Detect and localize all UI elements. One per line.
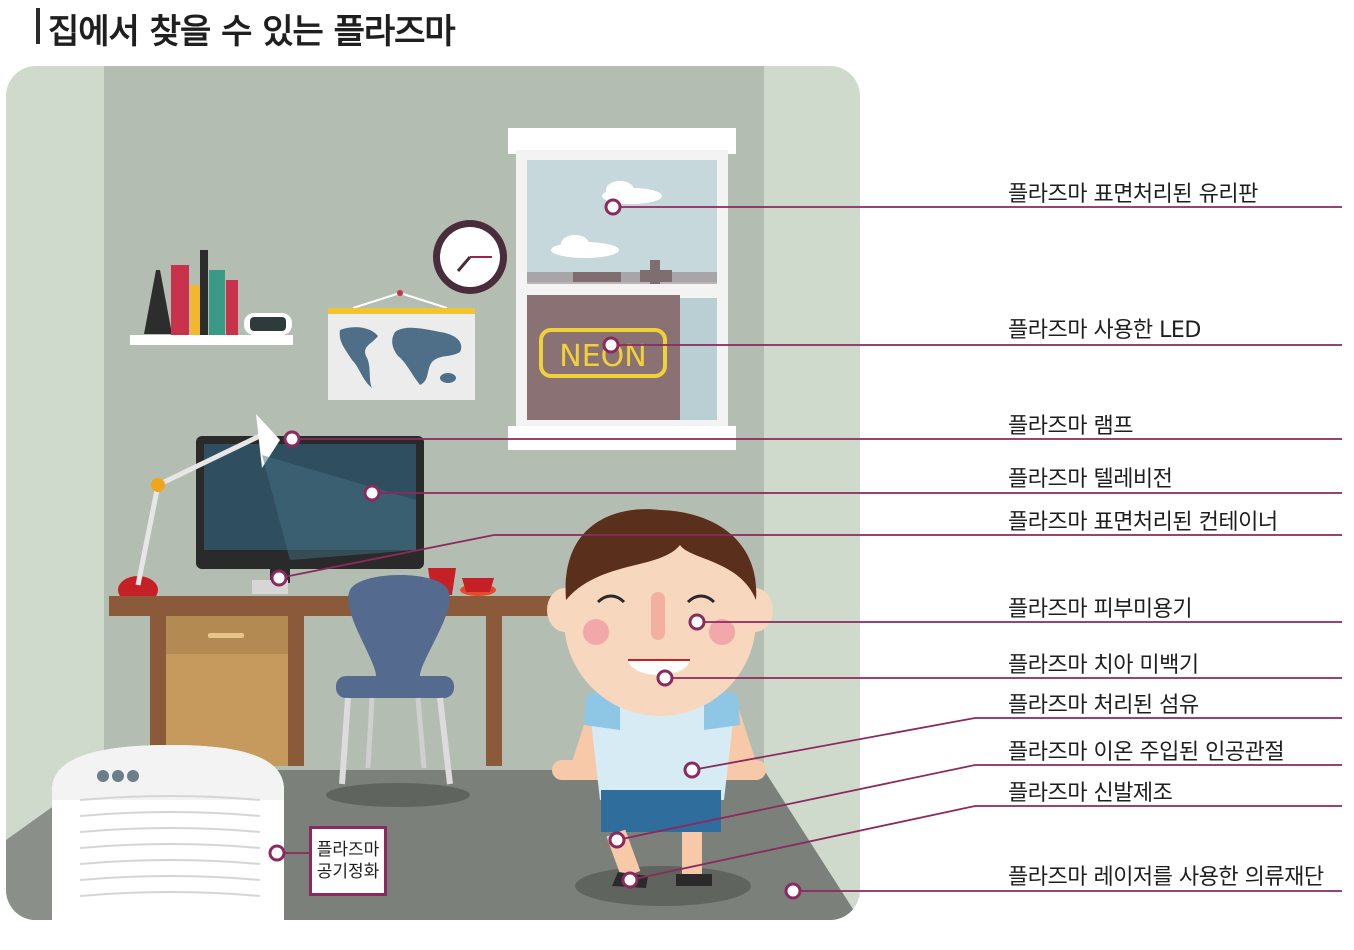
label-lamp: 플라즈마 램프	[1008, 414, 1133, 439]
chair	[326, 575, 470, 807]
label-teeth: 플라즈마 치아 미백기	[1008, 653, 1199, 678]
bookshelf	[130, 250, 293, 345]
window: NEON	[508, 128, 736, 450]
label-laser: 플라즈마 레이저를 사용한 의류재단	[1008, 865, 1324, 890]
label-tv: 플라즈마 텔레비전	[1008, 467, 1173, 492]
label-joint: 플라즈마 이온 주입된 인공관절	[1008, 740, 1285, 765]
neon-sign	[539, 328, 667, 378]
label-container: 플라즈마 표면처리된 컨테이너	[1008, 510, 1278, 535]
desk-lamp	[118, 414, 416, 604]
label-shoes: 플라즈마 신발제조	[1008, 781, 1173, 806]
air-purifier-label-line2: 공기정화	[316, 862, 380, 882]
leader-lines	[277, 206, 1342, 892]
label-fiber: 플라즈마 처리된 섬유	[1008, 693, 1199, 718]
air-purifier	[52, 745, 284, 920]
boy-character	[547, 509, 773, 906]
label-skin: 플라즈마 피부미용기	[1008, 597, 1193, 622]
label-glass: 플라즈마 표면처리된 유리판	[1008, 182, 1258, 207]
world-map-poster	[328, 290, 475, 400]
title-accent-bar	[36, 8, 40, 44]
air-purifier-label-line1: 플라즈마	[316, 840, 380, 860]
label-led: 플라즈마 사용한 LED	[1008, 318, 1201, 343]
page-title: 집에서 찾을 수 있는 플라즈마	[48, 12, 456, 52]
wall-clock	[433, 220, 507, 294]
air-purifier-label: 플라즈마 공기정화	[309, 826, 387, 896]
marker-dots	[268, 198, 802, 900]
